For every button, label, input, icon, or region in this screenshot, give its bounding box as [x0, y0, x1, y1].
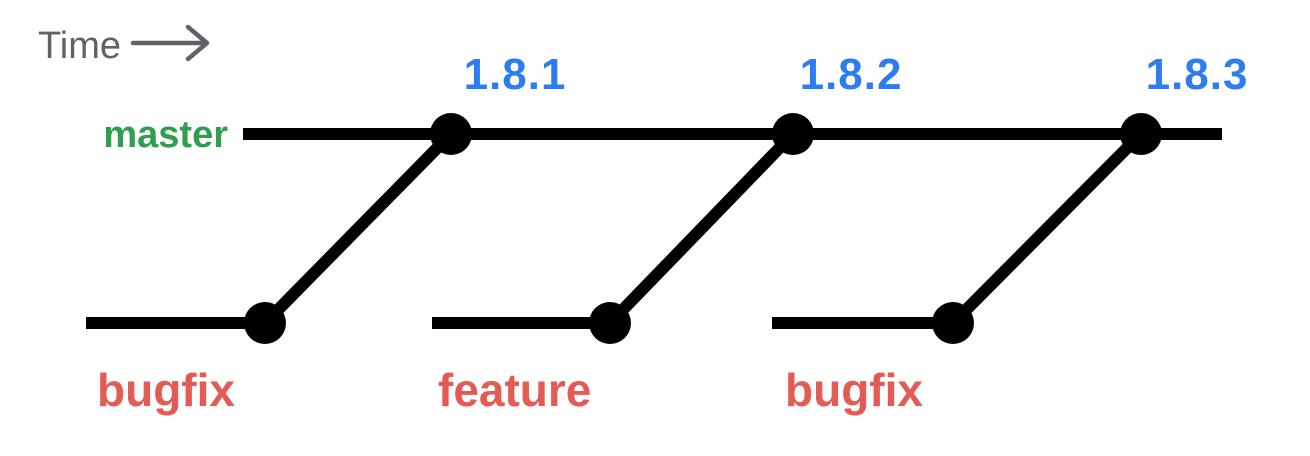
- commit-dot-master-2: [772, 113, 814, 155]
- branch-label-bugfix-2: bugfix: [785, 364, 923, 416]
- merge-line-feature: [605, 129, 798, 328]
- branch-label-feature: feature: [438, 364, 591, 416]
- merge-line-bugfix-1: [260, 129, 456, 328]
- master-branch-label: master: [103, 114, 228, 156]
- branch-label-bugfix-1: bugfix: [97, 364, 235, 416]
- release-tag-1: 1.8.1: [464, 50, 567, 99]
- release-tag-2: 1.8.2: [800, 50, 903, 99]
- commit-dot-bugfix-2: [932, 302, 974, 344]
- commit-dot-master-1: [430, 113, 472, 155]
- commit-dot-feature: [589, 302, 631, 344]
- release-tag-3: 1.8.3: [1146, 50, 1249, 99]
- commit-dot-master-3: [1120, 113, 1162, 155]
- merge-line-bugfix-2: [948, 129, 1146, 328]
- time-label: Time: [38, 25, 121, 67]
- commit-dot-bugfix-1: [244, 302, 286, 344]
- time-arrow-icon: [130, 24, 210, 62]
